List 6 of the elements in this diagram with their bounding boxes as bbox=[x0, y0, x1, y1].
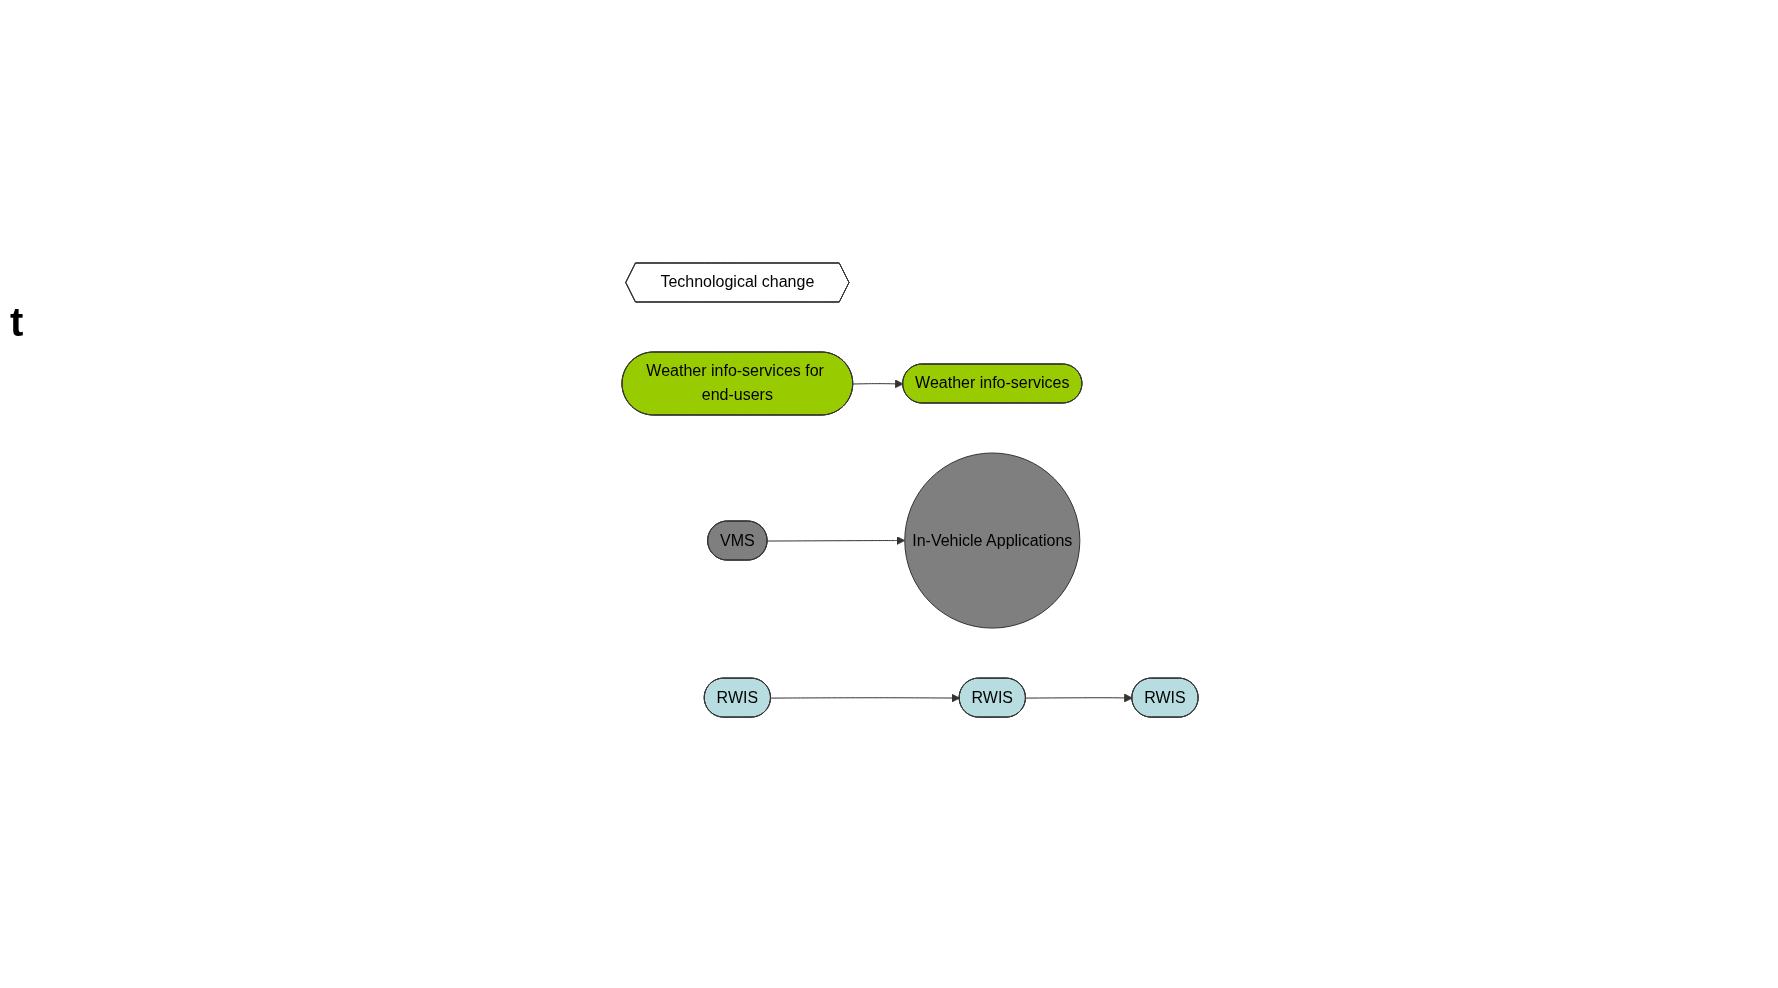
arrow bbox=[1025, 693, 1133, 703]
arrow bbox=[852, 379, 904, 389]
node-circle: In-Vehicle Applications bbox=[904, 452, 1081, 629]
arrow bbox=[770, 693, 961, 703]
cut-off-text: t bbox=[10, 300, 24, 344]
arrow bbox=[767, 536, 906, 545]
